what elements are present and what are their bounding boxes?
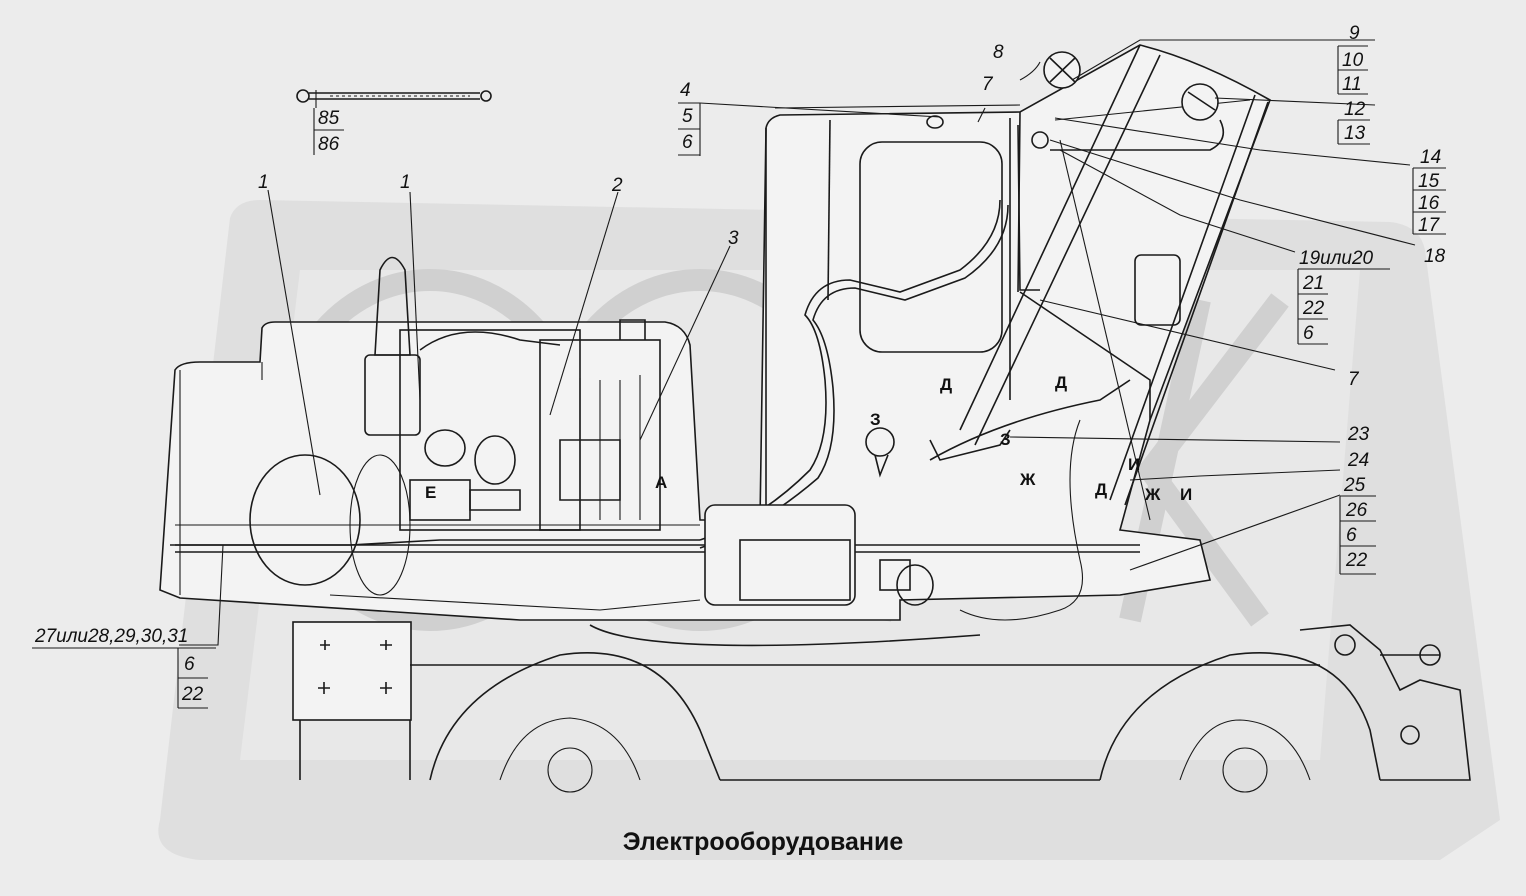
callout-6c: 6: [1346, 525, 1357, 546]
callout-85: 85: [318, 108, 340, 129]
callout-19-or-20: 19или20: [1299, 248, 1374, 269]
section-mark-z1: З: [870, 410, 881, 429]
callout-25: 25: [1343, 475, 1366, 496]
callout-24: 24: [1347, 450, 1369, 471]
section-mark-i1: И: [1128, 455, 1140, 474]
cable-85-86: [296, 89, 492, 103]
callout-14: 14: [1420, 147, 1441, 168]
callout-7-top: 7: [982, 74, 994, 95]
callout-8: 8: [993, 42, 1004, 63]
callout-16: 16: [1418, 193, 1440, 214]
leader-lines: [179, 39, 1416, 646]
callout-27-31: 27или28,29,30,31: [34, 626, 188, 647]
diagram-caption: Электрооборудование: [622, 828, 904, 856]
roof-lamps: [926, 51, 1219, 149]
section-mark-d1: Д: [940, 375, 952, 394]
callout-11: 11: [1342, 74, 1362, 95]
callout-15: 15: [1418, 171, 1440, 192]
section-mark-d3: Д: [1095, 480, 1107, 499]
windshield-struts: [959, 44, 1269, 521]
wiring-harness: [170, 119, 1225, 621]
callout-17: 17: [1418, 215, 1441, 236]
callout-6b: 6: [1303, 323, 1314, 344]
callout-23: 23: [1347, 424, 1370, 445]
callout-6: 6: [682, 132, 693, 153]
callout-22: 22: [1302, 298, 1325, 319]
callout-7-mid: 7: [1348, 369, 1360, 390]
section-mark-e: Е: [425, 483, 436, 502]
callout-4: 4: [680, 80, 691, 101]
callout-22c: 22: [181, 684, 204, 705]
callout-10: 10: [1342, 50, 1364, 71]
vehicle-body: [159, 44, 1271, 621]
callout-1a: 1: [258, 172, 269, 193]
section-mark-i2: И: [1180, 485, 1192, 504]
callout-86: 86: [318, 134, 340, 155]
callout-5: 5: [682, 106, 693, 127]
section-mark-z2: З: [1000, 430, 1011, 449]
callout-12: 12: [1344, 99, 1366, 120]
battery-box: [704, 504, 856, 606]
callout-26: 26: [1345, 500, 1368, 521]
section-mark-a: А: [655, 473, 667, 492]
callout-13: 13: [1344, 123, 1366, 144]
callout-21: 21: [1302, 273, 1324, 294]
callout-3: 3: [728, 228, 739, 249]
callout-6d: 6: [184, 654, 195, 675]
callout-9: 9: [1349, 23, 1360, 44]
callout-22b: 22: [1345, 550, 1368, 571]
section-mark-d2: Д: [1055, 373, 1067, 392]
callout-1b: 1: [400, 172, 411, 193]
section-mark-zh1: Ж: [1019, 470, 1036, 489]
section-marks: Д Д З З Ж И Ж И Д А Е: [425, 373, 1192, 504]
callout-labels: 85 86 4 5 6 9 10 11 8 7 12 13 14 15 16 1…: [32, 23, 1446, 709]
callout-18: 18: [1424, 246, 1446, 267]
chassis: [292, 254, 1471, 793]
callout-2: 2: [611, 175, 623, 196]
section-mark-zh2: Ж: [1144, 485, 1161, 504]
